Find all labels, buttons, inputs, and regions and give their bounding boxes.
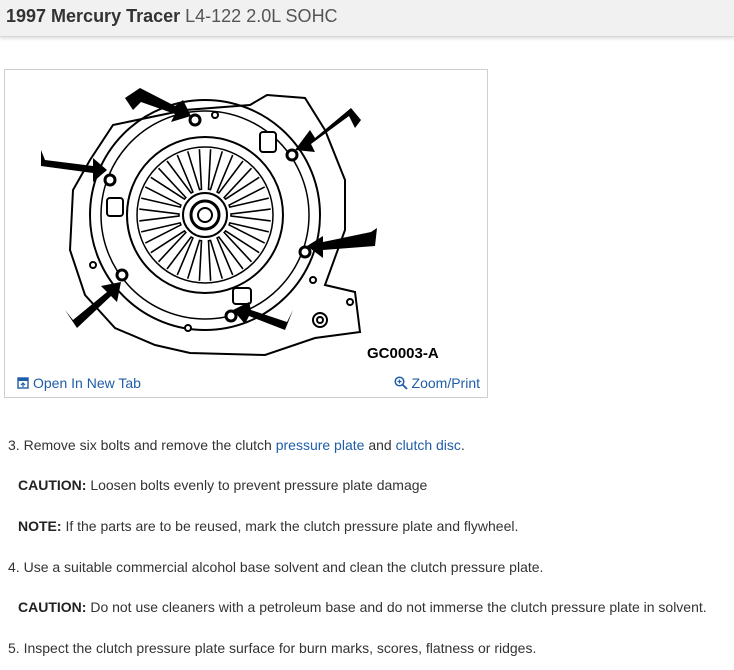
bolt xyxy=(103,173,117,187)
zoom-label: Zoom/Print xyxy=(411,375,480,391)
step-text: Remove six bolts and remove the clutch xyxy=(23,437,272,453)
hub-inner xyxy=(197,207,213,223)
spring-finger xyxy=(216,154,244,195)
spring-finger xyxy=(228,186,269,209)
caution-text: Loosen bolts evenly to prevent pressure … xyxy=(90,477,428,493)
tab xyxy=(259,131,277,153)
arrow xyxy=(41,150,107,182)
hub-mid xyxy=(189,199,221,231)
spring-ring xyxy=(126,136,284,294)
spring-finger xyxy=(150,167,187,201)
spring-finger xyxy=(166,235,194,276)
cover-outer-ring xyxy=(89,99,321,331)
dowel-hole xyxy=(211,111,219,119)
arrow xyxy=(295,108,361,152)
tab xyxy=(106,197,124,217)
spring-finger xyxy=(207,149,224,191)
tab xyxy=(232,287,252,305)
arrow xyxy=(307,228,377,258)
spring-finger xyxy=(139,208,180,222)
arrow xyxy=(233,302,293,330)
caution-label: CAUTION: xyxy=(18,477,87,493)
spring-finger xyxy=(228,221,269,244)
spring-finger xyxy=(186,239,203,281)
note-label: NOTE: xyxy=(18,518,62,534)
spring-finger xyxy=(223,229,260,263)
bolt xyxy=(298,245,312,259)
step-5: 5. Inspect the clutch pressure plate sur… xyxy=(8,640,536,656)
clutch-disc-link[interactable]: clutch disc xyxy=(395,437,461,453)
spring-finger xyxy=(166,154,194,195)
arrow xyxy=(65,282,121,328)
step-3: 3. Remove six bolts and remove the clutc… xyxy=(8,437,465,453)
pressure-plate-link[interactable]: pressure plate xyxy=(275,437,365,453)
spring-inner-ring xyxy=(136,146,274,284)
step-text-end: . xyxy=(460,437,465,453)
zoom-icon xyxy=(393,376,408,390)
figure-toolbar: Open In New Tab Zoom/Print xyxy=(5,370,487,397)
spring-finger xyxy=(230,208,271,222)
dowel-hole xyxy=(316,316,324,324)
spring-finger xyxy=(223,167,260,201)
step-number: 3. xyxy=(8,437,20,453)
clutch-pressure-plate-diagram: GC0003-A xyxy=(41,88,439,362)
zoom-print-link[interactable]: Zoom/Print xyxy=(393,375,480,391)
diagram-figure: GC0003-A Open In New Tab Zoom/Print xyxy=(4,69,488,398)
caution-2: CAUTION: Do not use cleaners with a petr… xyxy=(18,599,707,615)
bolt xyxy=(224,309,238,323)
spring-finger xyxy=(216,235,244,276)
caution-label: CAUTION: xyxy=(18,599,87,615)
page-title: 1997 Mercury Tracer L4-122 2.0L SOHC xyxy=(6,6,338,27)
cover-inner-ring xyxy=(100,110,310,320)
dowel-hole xyxy=(309,276,317,284)
housing-outline xyxy=(68,93,362,357)
open-tab-icon xyxy=(17,377,29,389)
caution-text: Do not use cleaners with a petroleum bas… xyxy=(90,599,707,615)
step-text: Inspect the clutch pressure plate surfac… xyxy=(23,640,537,656)
spring-finger xyxy=(186,149,203,191)
hub-outer xyxy=(182,192,228,238)
spring-finger xyxy=(207,239,224,281)
step-text: Use a suitable commercial alcohol base s… xyxy=(23,559,544,575)
spring-finger xyxy=(150,229,187,263)
dowel-hole xyxy=(184,324,192,332)
bolt xyxy=(188,113,202,127)
diaphragm-fingers xyxy=(139,149,271,281)
diagram-label: GC0003-A xyxy=(367,345,439,362)
note-1: NOTE: If the parts are to be reused, mar… xyxy=(18,518,518,534)
arrow xyxy=(125,88,191,122)
caution-1: CAUTION: Loosen bolts evenly to prevent … xyxy=(18,477,427,493)
open-tab-label: Open In New Tab xyxy=(33,375,141,391)
step-text: and xyxy=(368,437,392,453)
step-number: 5. xyxy=(8,640,20,656)
bolt xyxy=(115,268,129,282)
bolt xyxy=(285,148,299,162)
vehicle-model: 1997 Mercury Tracer xyxy=(6,6,181,26)
dowel-hole xyxy=(89,261,97,269)
step-number: 4. xyxy=(8,559,20,575)
dowel-hole xyxy=(346,298,354,306)
note-text: If the parts are to be reused, mark the … xyxy=(65,518,519,534)
spring-finger xyxy=(141,186,182,209)
step-4: 4. Use a suitable commercial alcohol bas… xyxy=(8,559,543,575)
open-in-new-tab-link[interactable]: Open In New Tab xyxy=(17,375,141,391)
spring-finger xyxy=(141,221,182,244)
engine-spec: L4-122 2.0L SOHC xyxy=(185,6,338,26)
page-header: 1997 Mercury Tracer L4-122 2.0L SOHC xyxy=(0,0,734,37)
